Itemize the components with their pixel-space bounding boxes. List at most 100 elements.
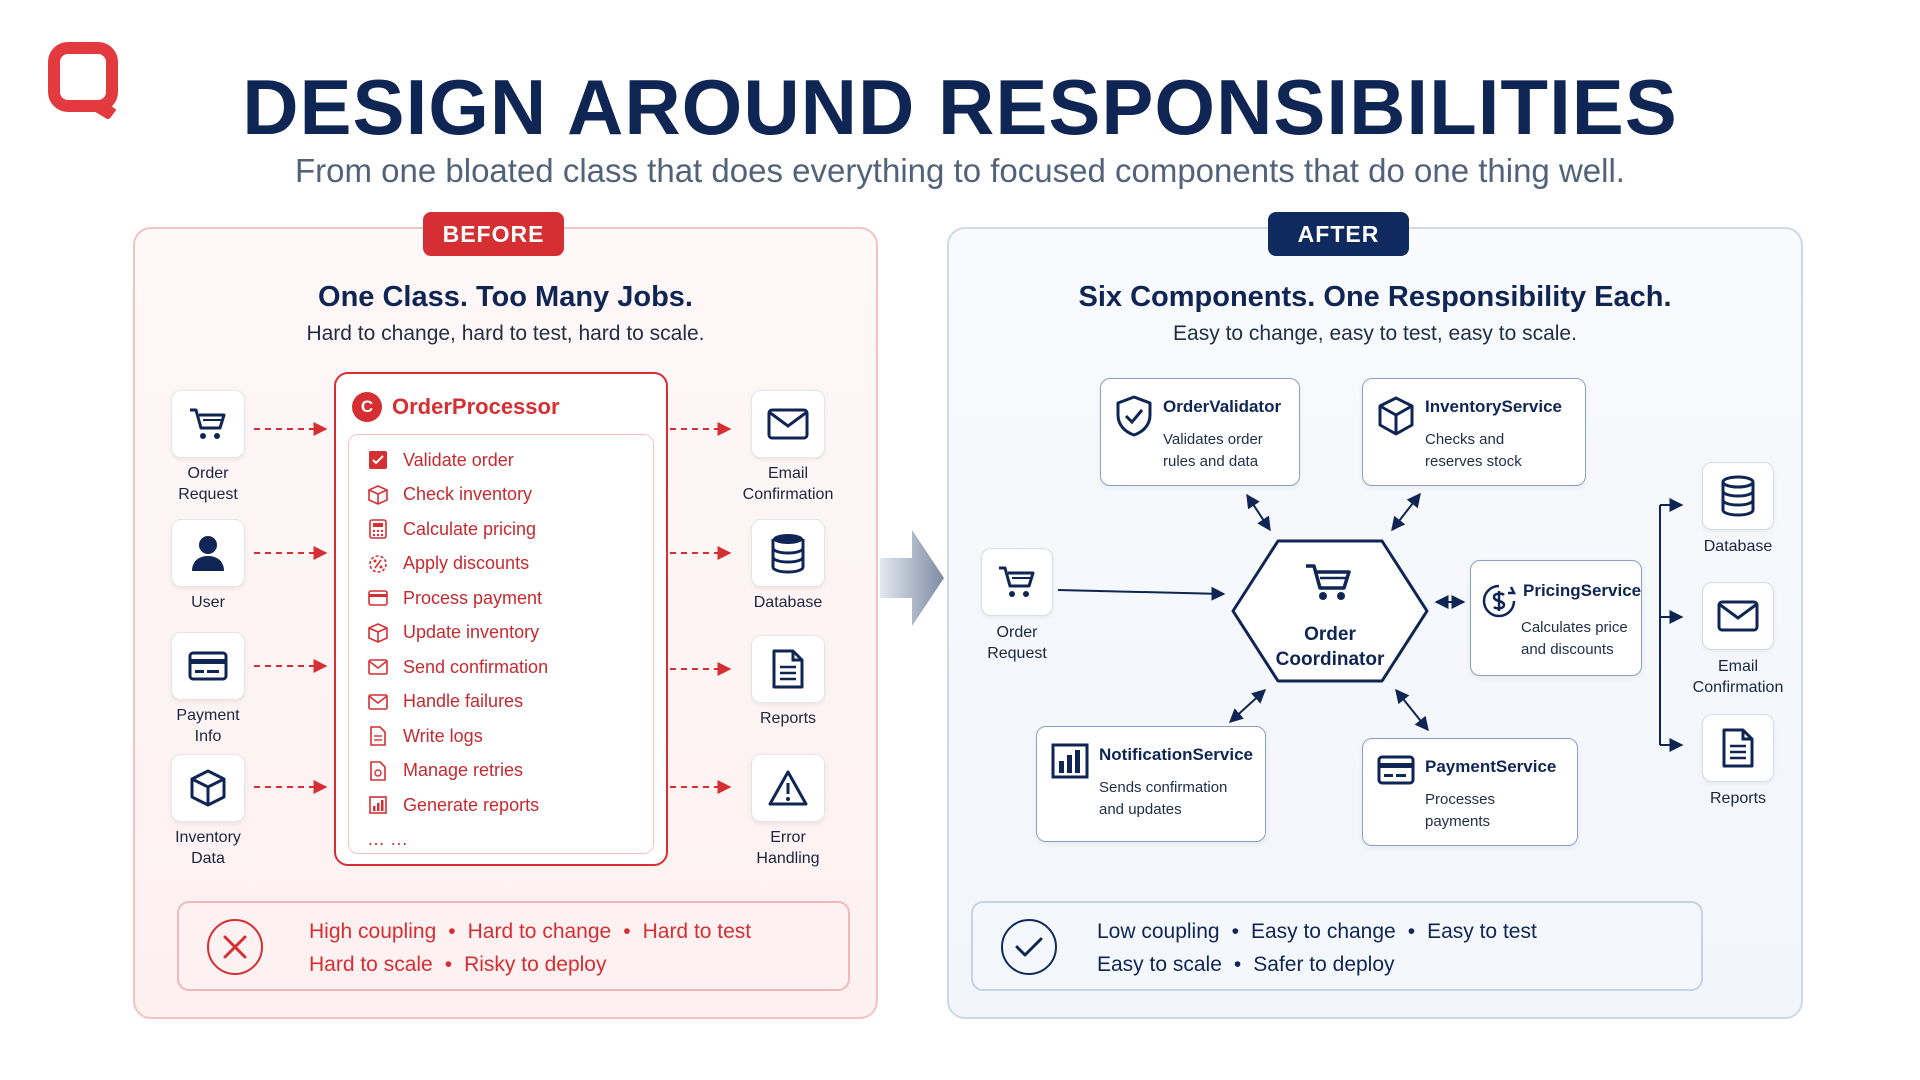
warning-icon (768, 770, 808, 806)
input-label: Order Request (987, 624, 1047, 662)
order-processor-title: C OrderProcessor (352, 392, 560, 422)
box-icon (368, 622, 388, 643)
bar-chart-icon (1051, 743, 1089, 779)
component-description: Checks and reserves stock (1425, 431, 1522, 470)
before-summary-line-1: High coupling•Hard to change•Hard to tes… (309, 920, 752, 943)
before-title: One Class. Too Many Jobs. (318, 281, 693, 313)
box-icon (190, 769, 226, 807)
brand-logo-icon (48, 42, 118, 119)
x-icon (207, 919, 263, 975)
after-input-order-request: Order Request (972, 548, 1062, 664)
order-validator-component: OrderValidator Validates order rules and… (1100, 378, 1300, 486)
list-item: Validate order (349, 443, 653, 478)
output-label: Database (753, 594, 823, 611)
class-badge-icon: C (352, 392, 382, 422)
calculator-icon (369, 519, 387, 540)
card-icon (1377, 755, 1415, 785)
list-item: Check inventory (349, 478, 653, 513)
component-description: Processes payments (1425, 791, 1496, 830)
bar-chart-icon (369, 796, 387, 815)
list-item: Process payment (349, 581, 653, 616)
checklist-icon (369, 451, 387, 470)
document-icon (370, 726, 386, 747)
list-item: Apply discounts (349, 547, 653, 582)
component-name: OrderValidator (1163, 397, 1282, 416)
output-label: Error Handling (756, 829, 820, 867)
pricing-service-component: PricingService Calculates price and disc… (1470, 560, 1642, 676)
page-title: DESIGN AROUND RESPONSIBILITIES (242, 63, 1678, 151)
before-input-user: User (158, 519, 258, 613)
list-item: Calculate pricing (349, 512, 653, 547)
component-description: Calculates price and discounts (1521, 619, 1628, 658)
document-icon (1722, 728, 1754, 768)
mail-icon (767, 408, 809, 440)
output-label: Reports (759, 710, 817, 727)
order-coordinator-hexagon (1231, 539, 1429, 683)
before-input-payment-info: Payment Info (158, 632, 258, 747)
database-icon (771, 534, 805, 574)
notification-service-component: NotificationService Sends confirmation a… (1036, 726, 1266, 842)
list-item: Manage retries (349, 754, 653, 789)
list-item: Handle failures (349, 685, 653, 720)
list-item: Send confirmation (349, 650, 653, 685)
after-title: Six Components. One Responsibility Each. (1078, 281, 1672, 313)
inventory-service-component: InventoryService Checks and reserves sto… (1362, 378, 1586, 486)
cart-icon (999, 566, 1035, 597)
before-output-email: Email Confirmation (733, 390, 843, 505)
output-label: Email Confirmation (1692, 658, 1784, 696)
component-name: InventoryService (1425, 397, 1563, 416)
cube-icon (1378, 396, 1414, 436)
after-output-reports: Reports (1690, 714, 1786, 809)
before-summary-line-2: Hard to scale•Risky to deploy (309, 953, 607, 976)
user-icon (192, 536, 224, 571)
order-processor-name: OrderProcessor (392, 394, 560, 419)
input-label: Payment Info (176, 707, 240, 745)
database-icon (1721, 475, 1755, 517)
order-processor-class: C OrderProcessor Validate order Check in… (334, 372, 668, 866)
after-summary: Low coupling•Easy to change•Easy to test… (971, 901, 1703, 991)
after-output-email: Email Confirmation (1683, 582, 1793, 698)
list-item: Generate reports (349, 788, 653, 823)
document-icon (772, 649, 804, 689)
payment-service-component: PaymentService Processes payments (1362, 738, 1578, 846)
dollar-icon (1482, 584, 1517, 618)
discount-icon (369, 554, 387, 573)
component-name: PaymentService (1425, 757, 1557, 776)
before-output-reports: Reports (733, 635, 843, 729)
component-name: PricingService (1523, 581, 1642, 600)
transition-arrow-icon (880, 530, 944, 626)
after-summary-line-2: Easy to scale•Safer to deploy (1097, 953, 1395, 976)
output-label: Reports (1709, 790, 1767, 807)
box-icon (368, 484, 388, 505)
after-output-database: Database (1690, 462, 1786, 557)
cart-icon (190, 408, 226, 439)
after-summary-line-1: Low coupling•Easy to change•Easy to test (1097, 920, 1537, 943)
input-label: Order Request (178, 465, 238, 503)
page-subtitle: From one bloated class that does everyth… (295, 152, 1625, 189)
before-input-order-request: Order Request (158, 390, 258, 505)
before-subtitle: Hard to change, hard to test, hard to sc… (306, 322, 705, 345)
list-item-more: … … (367, 829, 409, 850)
output-label: Database (1703, 538, 1773, 555)
mail-icon (368, 693, 388, 710)
input-label: User (191, 594, 225, 611)
before-summary: High coupling•Hard to change•Hard to tes… (177, 901, 850, 991)
card-icon (368, 590, 388, 607)
component-description: Validates order rules and data (1163, 431, 1263, 470)
before-input-inventory-data: Inventory Data (158, 754, 258, 869)
after-subtitle: Easy to change, easy to test, easy to sc… (1173, 322, 1577, 345)
card-icon (188, 651, 228, 681)
component-name: NotificationService (1099, 745, 1253, 764)
input-label: Inventory Data (175, 829, 241, 867)
responsibility-list: Validate order Check inventory Calculate… (348, 434, 654, 854)
mail-icon (1717, 600, 1759, 632)
cart-icon (1306, 564, 1351, 600)
before-tag: BEFORE (423, 212, 564, 256)
check-icon (1001, 919, 1057, 975)
list-item: Update inventory (349, 616, 653, 651)
document-icon (370, 760, 386, 781)
output-label: Email Confirmation (742, 465, 834, 503)
mail-icon (368, 659, 388, 676)
before-output-error-handling: Error Handling (733, 754, 843, 869)
shield-check-icon (1116, 395, 1152, 437)
